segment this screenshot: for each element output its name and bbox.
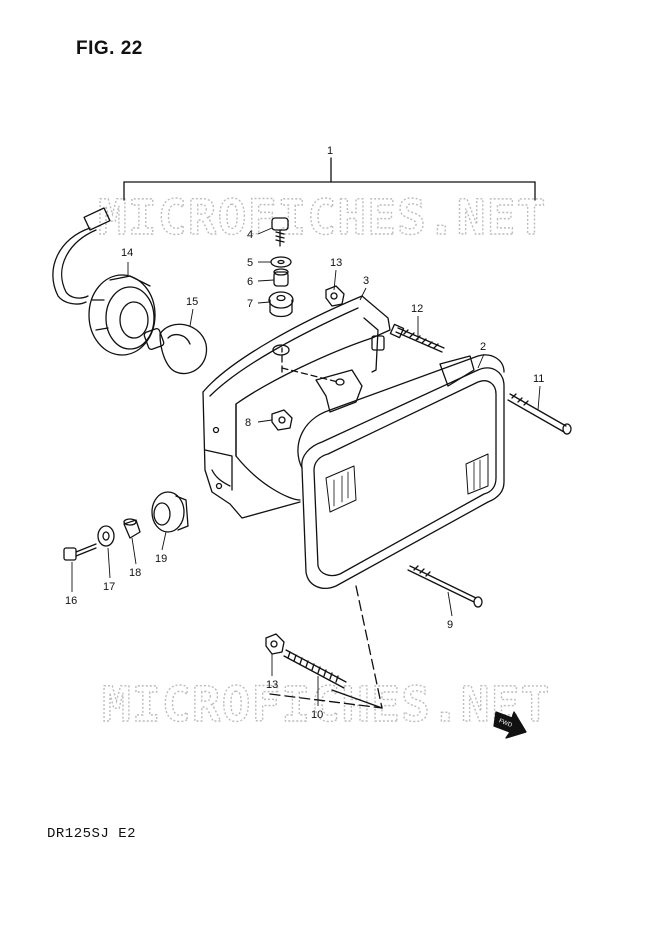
callout-2: 2 [480,341,486,353]
callout-4: 4 [247,229,253,241]
housing-shell-part [202,295,475,519]
washer-part-17 [97,525,115,547]
watermark-bottom: MICROFICHES.NET [102,677,550,733]
nut-part-8 [271,409,293,431]
watermark-top: MICROFICHES.NET [98,190,546,246]
callout-13-lower: 13 [266,679,278,691]
callout-17: 17 [103,581,115,593]
bulb-socket-part [52,207,156,356]
screw-part-4 [271,217,289,247]
callout-5: 5 [247,257,253,269]
callout-15: 15 [186,296,198,308]
long-screw-part-11 [507,393,572,435]
callout-12: 12 [411,303,423,315]
assembly-bracket [123,157,536,201]
callout-3: 3 [363,275,369,287]
spring-part-10 [283,649,347,689]
callout-11: 11 [533,373,544,385]
callout-16: 16 [65,595,77,607]
bolt-part-16 [63,543,97,561]
fwd-label: FWD [498,718,514,729]
collar-part-18 [123,518,141,539]
callout-19: 19 [155,553,167,565]
bulb-part [143,323,208,375]
grommet-part-7 [268,291,294,318]
callout-13-upper: 13 [330,257,342,269]
callout-14: 14 [121,247,133,259]
grommet-part-19 [151,491,189,533]
callout-8: 8 [245,417,251,429]
callout-6: 6 [247,276,253,288]
model-code: DR125SJ E2 [47,826,137,842]
callout-7: 7 [247,298,253,310]
fwd-arrow-icon [493,711,527,739]
headlight-lens-part [297,354,505,589]
callout-9: 9 [447,619,453,631]
nut-part-13-upper [325,285,345,307]
callout-10: 10 [311,709,323,721]
callout-1: 1 [327,145,333,157]
figure-title: FIG. 22 [76,38,143,59]
nut-part-13-lower [265,633,285,655]
collar-part-6 [273,268,289,287]
washer-part-5 [270,256,292,268]
long-screw-part-9 [407,565,483,608]
callout-18: 18 [129,567,141,579]
adjuster-screw-part-12 [389,323,445,353]
